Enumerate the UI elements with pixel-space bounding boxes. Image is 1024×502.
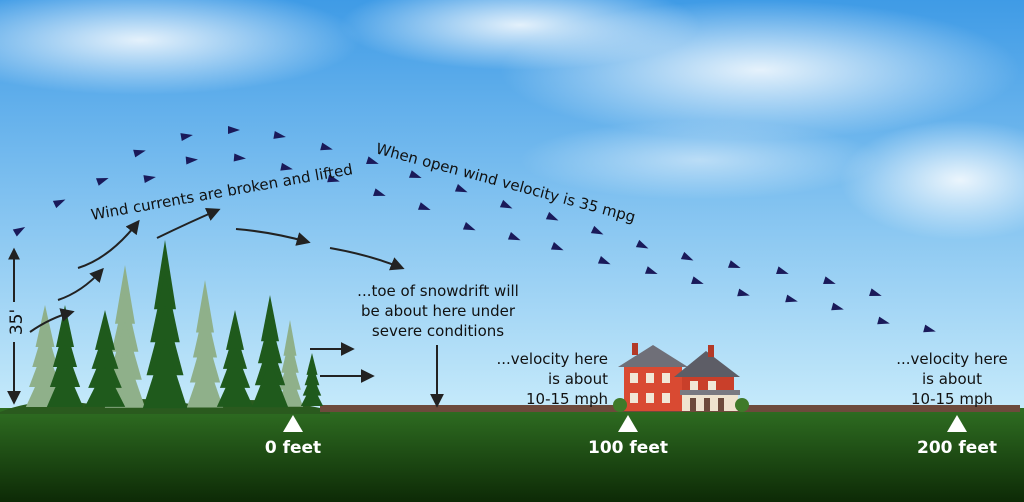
wind-arrow-icon xyxy=(228,126,240,134)
tree-icon xyxy=(186,280,224,408)
toe-label-line2: be about here under xyxy=(361,302,516,320)
wind-arrow-icon xyxy=(737,288,750,297)
wind-arrow-icon xyxy=(417,202,431,211)
wind-arrow-icon xyxy=(590,225,604,235)
tree-icon xyxy=(300,353,324,407)
wind-flow-arrows xyxy=(12,126,936,333)
height-label: 35' xyxy=(7,309,27,335)
marker-triangle-icon xyxy=(283,415,303,432)
wind-arrow-icon xyxy=(233,153,246,162)
marker-triangle-icon xyxy=(618,415,638,432)
velocity-mid-line2: is about xyxy=(548,370,608,388)
wind-arrow-icon xyxy=(280,162,293,171)
velocity-right-line1: ...velocity here xyxy=(896,350,1008,368)
distance-label-200: 200 feet xyxy=(917,438,997,458)
wind-arrow-icon xyxy=(52,199,66,209)
velocity-right-line3: 10-15 mph xyxy=(911,390,993,408)
ground xyxy=(0,408,1024,502)
wind-arrow-icon xyxy=(877,316,890,325)
wind-arrow-icon xyxy=(727,260,741,269)
tree-icon xyxy=(251,295,289,408)
wind-arrow-icon xyxy=(462,222,476,231)
toe-label-line1: ...toe of snowdrift will xyxy=(357,282,519,300)
wind-arrow-icon xyxy=(776,266,789,274)
wind-arrow-icon xyxy=(366,156,379,164)
wind-arrow-icon xyxy=(785,294,798,303)
wind-arrow-icon xyxy=(691,276,704,284)
wind-arrow-icon xyxy=(831,302,844,311)
tree-icon xyxy=(142,240,188,409)
wind-arrow-icon xyxy=(12,227,26,237)
wind-arrow-icon xyxy=(408,170,422,179)
velocity-right-line2: is about xyxy=(922,370,982,388)
tree-icon xyxy=(46,305,84,407)
wind-arrow-icon xyxy=(327,174,340,183)
wind-arrow-icon xyxy=(454,184,468,193)
wind-arrow-icon xyxy=(597,256,611,265)
wind-arrow-icon xyxy=(133,149,146,158)
wind-arrow-icon xyxy=(273,131,286,139)
wind-arrow-icon xyxy=(499,199,513,209)
lifted-wind-arrows xyxy=(29,207,444,408)
tree-icon xyxy=(276,320,304,407)
clouds xyxy=(0,0,1024,240)
wind-arrow-icon xyxy=(923,324,936,333)
distance-label-0: 0 feet xyxy=(265,438,321,458)
wind-arrow-icon xyxy=(644,266,658,275)
wind-arrow-icon xyxy=(180,133,193,141)
wind-arrow-icon xyxy=(373,188,386,196)
distance-label-100: 100 feet xyxy=(588,438,668,458)
wind-arrow-icon xyxy=(507,232,521,241)
wind-arrow-icon xyxy=(680,251,694,261)
wind-arrow-icon xyxy=(545,211,559,221)
distance-marker-100: 100 feet xyxy=(588,415,668,458)
tree-windbreak xyxy=(25,240,324,409)
tree-icon xyxy=(216,310,254,407)
farmhouse xyxy=(613,343,749,412)
wind-arrow-icon xyxy=(95,177,109,186)
distance-marker-0: 0 feet xyxy=(265,415,321,458)
wind-arrow-icon xyxy=(143,175,156,183)
wind-arrow-icon xyxy=(869,288,882,296)
distance-marker-200: 200 feet xyxy=(917,415,997,458)
wind-arrow-icon xyxy=(320,142,333,151)
wind-arrow-icon xyxy=(635,239,649,249)
toe-label-line3: severe conditions xyxy=(372,322,504,340)
height-indicator: 35' xyxy=(7,247,27,405)
marker-triangle-icon xyxy=(947,415,967,432)
tree-icon xyxy=(84,310,126,407)
velocity-mid-line3: 10-15 mph xyxy=(526,390,608,408)
wind-arrow-icon xyxy=(823,276,836,284)
tree-icon xyxy=(25,305,65,407)
wind-arrow-icon xyxy=(185,156,198,165)
velocity-mid-line1: ...velocity here xyxy=(497,350,609,368)
wind-arrow-icon xyxy=(550,242,564,251)
